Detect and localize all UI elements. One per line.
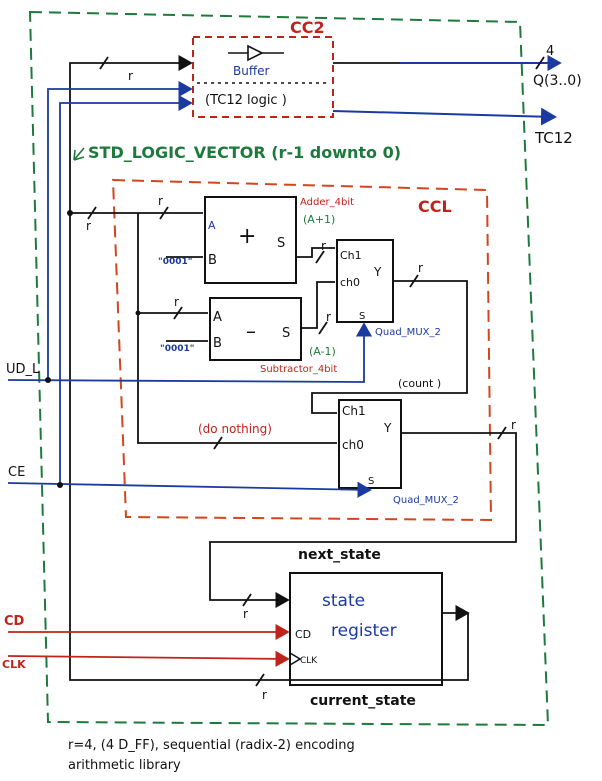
mux1-ch0: ch0 (340, 276, 360, 289)
adder-port-b: B (208, 253, 217, 268)
mux1-out-wire (311, 280, 468, 414)
mux1-y: Y (373, 265, 382, 279)
cd-label: CD (4, 614, 25, 629)
adder-box (204, 196, 297, 284)
bus-width-label: r (418, 261, 423, 275)
mux2-y: Y (383, 421, 392, 435)
mux2-out-wire (209, 432, 517, 609)
mux1-s: S (359, 311, 365, 322)
ud-l-wire (7, 322, 373, 383)
bus-width-label: r (158, 194, 163, 208)
mux2-ch0-wire (137, 313, 337, 444)
mux2-ch1: Ch1 (342, 404, 366, 418)
std-logic-pointer-icon (73, 147, 85, 161)
tc12-output-wire (332, 107, 557, 126)
sub-port-b: B (213, 336, 222, 351)
adder-const: "0001" (158, 257, 192, 267)
clk-wire (7, 650, 290, 667)
mux1-ch1: Ch1 (340, 249, 362, 262)
register-clk-port: CLK (300, 656, 318, 666)
ce-to-cc2 (59, 94, 193, 485)
output-width-label: 4 (546, 44, 554, 59)
ccl-boundary (111, 178, 493, 522)
note-line-2: arithmetic library (68, 758, 181, 773)
sub-minus: – (246, 319, 256, 343)
tc12-logic-label: (TC12 logic ) (205, 93, 287, 108)
mux2-name: Quad_MUX_2 (393, 495, 459, 506)
sub-port-a: A (213, 310, 222, 325)
sub-title: Subtractor_4bit (260, 364, 337, 375)
bus-width-label: r (321, 239, 326, 253)
do-nothing-label: (do nothing) (198, 422, 272, 436)
ce-label: CE (8, 465, 25, 480)
adder-title: Adder_4bit (300, 197, 354, 208)
sub-port-s: S (282, 326, 290, 341)
tc12-label: TC12 (534, 129, 573, 147)
bus-width-label: r (174, 295, 179, 309)
adder-port-s: S (277, 236, 285, 251)
adder-plus: + (238, 224, 256, 249)
state-register-label-1: state (322, 591, 365, 611)
ud-l-to-cc2 (47, 80, 193, 380)
buffer-icon (228, 44, 284, 62)
adder-port-a: A (208, 219, 216, 232)
sub-const: "0001" (160, 344, 194, 354)
adder-out-wire (296, 247, 335, 258)
q-output-label: Q(3..0) (533, 73, 582, 89)
sub-subtitle: (A-1) (309, 345, 336, 358)
bus-width-label: r (511, 418, 516, 432)
count-label: (count ) (398, 377, 441, 390)
ccl-title: CCL (418, 197, 452, 216)
note-line-1: r=4, (4 D_FF), sequential (radix-2) enco… (68, 738, 355, 753)
mux1-name: Quad_MUX_2 (375, 327, 441, 338)
next-state-label: next_state (298, 547, 381, 563)
mux2-ch0: ch0 (342, 438, 364, 452)
bus-width-label: r (326, 310, 331, 324)
state-register-label-2: register (331, 621, 397, 641)
cc2-title: CC2 (290, 18, 325, 37)
std-logic-label: STD_LOGIC_VECTOR (r-1 downto 0) (88, 143, 401, 162)
outer-boundary (28, 10, 550, 727)
clk-edge-icon (289, 652, 302, 666)
register-cd-port: CD (295, 628, 311, 641)
sub-out-wire (301, 281, 335, 329)
bus-width-label: r (262, 688, 267, 702)
clk-label: CLK (2, 658, 26, 671)
bus-width-label: r (243, 607, 248, 621)
subtractor-box (209, 297, 302, 361)
mux2-s: S (368, 476, 374, 487)
bus-width-label: r (128, 69, 133, 83)
buffer-label: Buffer (233, 64, 269, 78)
ce-wire (7, 481, 372, 498)
current-state-bus (69, 54, 469, 681)
ud-l-label: UD_L (6, 362, 40, 377)
bus-width-label: r (86, 219, 91, 233)
cc2-box (192, 36, 334, 118)
current-state-label: current_state (310, 693, 416, 709)
adder-subtitle: (A+1) (303, 213, 335, 226)
state-register-box (289, 572, 443, 686)
